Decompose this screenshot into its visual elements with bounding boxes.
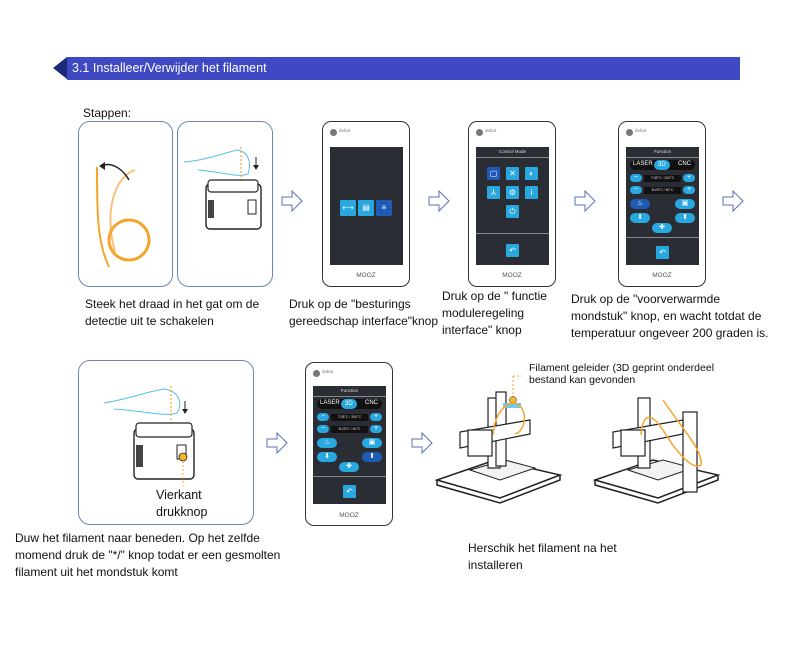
decrease-button[interactable]: −	[630, 174, 642, 182]
model-label: MOOZ	[652, 272, 672, 279]
step2-caption: Druk op de "besturings gereedschap inter…	[289, 297, 439, 328]
steps-label: Stappen:	[83, 106, 132, 120]
touch-screen: Control Mode ▢ ✕ ◐ ⅄ ⚙ i ⏻ ↶	[476, 147, 549, 265]
fan-button[interactable]: ✚	[339, 462, 359, 472]
touch-screen: ⟷ ▤ ≡	[330, 147, 403, 265]
fan-button[interactable]: ✚	[652, 223, 672, 233]
step5-card-push-filament: Vierkant drukknop	[78, 360, 254, 525]
brand-name: dobot	[322, 369, 334, 374]
filament-guide-callout: Filament geleider (3D geprint onderdeel …	[529, 362, 715, 386]
step6-caption: Herschik het filament na het installeren	[468, 541, 617, 572]
increase-button[interactable]: +	[370, 413, 382, 421]
mode-selector[interactable]: LASER 3D CNC	[317, 399, 382, 409]
retract-button[interactable]: ⬆	[675, 213, 695, 223]
step1-card-filament	[78, 121, 173, 287]
step1-caption: Steek het draad in het gat om de detecti…	[85, 297, 260, 328]
filament-coil-icon	[96, 162, 151, 268]
arrow-right-icon	[411, 432, 433, 454]
extrude-button[interactable]: ⬇	[630, 213, 650, 223]
step1-card-sensor	[177, 121, 273, 287]
extrude-button[interactable]: ⬇	[317, 452, 337, 462]
model-label: MOOZ	[339, 512, 359, 519]
arrow-right-icon	[281, 190, 303, 212]
device-screen-function-extrude: dobot Function LASER 3D CNC − T:28°C / 2…	[305, 362, 393, 526]
decrease-button[interactable]: −	[317, 413, 329, 421]
printer-rearranged-icon	[592, 397, 721, 504]
arrow-right-icon	[574, 190, 596, 212]
increase-button[interactable]: +	[683, 186, 695, 194]
screen-title: Control Mode	[476, 149, 549, 158]
print-button[interactable]: ▤	[358, 200, 374, 216]
preheat-nozzle-button[interactable]: ♨	[317, 438, 337, 448]
preheat-bed-button[interactable]: ▣	[362, 438, 382, 448]
mode-laser[interactable]: LASER	[633, 161, 653, 167]
nozzle-temp-field: T:28°C / 200°C	[331, 414, 368, 421]
screen-title: Function	[626, 149, 699, 158]
header-triangle	[53, 57, 67, 79]
back-button[interactable]: ↶	[656, 246, 669, 259]
brand-logo-icon	[313, 370, 320, 377]
increase-button[interactable]: +	[683, 174, 695, 182]
color-button[interactable]: ◐	[525, 167, 538, 180]
brand-name: dobot	[339, 128, 351, 133]
preheat-bed-button[interactable]: ▣	[675, 199, 695, 209]
brand-name: dobot	[485, 128, 497, 133]
bed-temp-field: B:25°C / 60°C	[644, 187, 681, 194]
arrow-right-icon	[266, 432, 288, 454]
brand-logo-icon	[330, 129, 337, 136]
screen-title: Function	[313, 388, 386, 397]
brand-name: dobot	[635, 128, 647, 133]
brand-logo-icon	[626, 129, 633, 136]
back-button[interactable]: ↶	[506, 244, 519, 257]
printer-illustrations	[434, 375, 721, 504]
bed-temp-field: B:25°C / 60°C	[331, 426, 368, 433]
menu-button[interactable]: ≡	[376, 200, 392, 216]
step5-caption: Duw het filament naar beneden. Op het ze…	[15, 531, 281, 579]
info-button[interactable]: i	[525, 186, 538, 199]
mode-cnc[interactable]: CNC	[678, 161, 691, 167]
fan-button[interactable]: ✕	[506, 167, 519, 180]
model-label: MOOZ	[356, 272, 376, 279]
mode-3d[interactable]: 3D	[654, 160, 670, 170]
touch-screen: Function LASER 3D CNC − T:28°C / 200°C +…	[313, 386, 386, 504]
power-button[interactable]: ⏻	[506, 205, 519, 218]
mode-cnc[interactable]: CNC	[365, 400, 378, 406]
step4-caption: Druk op de "voorverwarmde mondstuk" knop…	[571, 292, 769, 340]
brand-logo-icon	[476, 129, 483, 136]
back-button[interactable]: ↶	[343, 485, 356, 498]
increase-button[interactable]: +	[370, 425, 382, 433]
decrease-button[interactable]: −	[630, 186, 642, 194]
nozzle-temp-field: T:28°C / 200°C	[644, 175, 681, 182]
settings-button[interactable]: ⚙	[506, 186, 519, 199]
mode-3d[interactable]: 3D	[341, 399, 357, 409]
touch-screen: Function LASER 3D CNC − T:28°C / 200°C +…	[626, 147, 699, 265]
arrow-right-icon	[722, 190, 744, 212]
mode-selector[interactable]: LASER 3D CNC	[630, 160, 695, 170]
section-header: 3.1 Installeer/Verwijder het filament	[67, 57, 740, 80]
device-screen-home: dobot ⟷ ▤ ≡ MOOZ	[322, 121, 410, 287]
filament-sensor-button-icon	[103, 386, 195, 486]
axes-button[interactable]: ⅄	[487, 186, 500, 199]
step3-caption: Druk op de " functie moduleregeling inte…	[442, 289, 547, 337]
filament-sensor-icon	[183, 147, 262, 230]
decrease-button[interactable]: −	[317, 425, 329, 433]
mode-laser[interactable]: LASER	[320, 400, 340, 406]
arrow-right-icon	[428, 190, 450, 212]
move-button[interactable]: ⟷	[340, 200, 356, 216]
preheat-nozzle-button[interactable]: ♨	[630, 199, 650, 209]
tool-button[interactable]: ▢	[487, 167, 500, 180]
retract-button[interactable]: ⬆	[362, 452, 382, 462]
model-label: MOOZ	[502, 272, 522, 279]
device-screen-function: dobot Function LASER 3D CNC − T:28°C / 2…	[618, 121, 706, 287]
square-button-callout: Vierkant drukknop	[156, 488, 208, 519]
printer-with-guide-icon	[434, 375, 563, 504]
device-screen-control-mode: dobot Control Mode ▢ ✕ ◐ ⅄ ⚙ i ⏻ ↶ MOOZ	[468, 121, 556, 287]
